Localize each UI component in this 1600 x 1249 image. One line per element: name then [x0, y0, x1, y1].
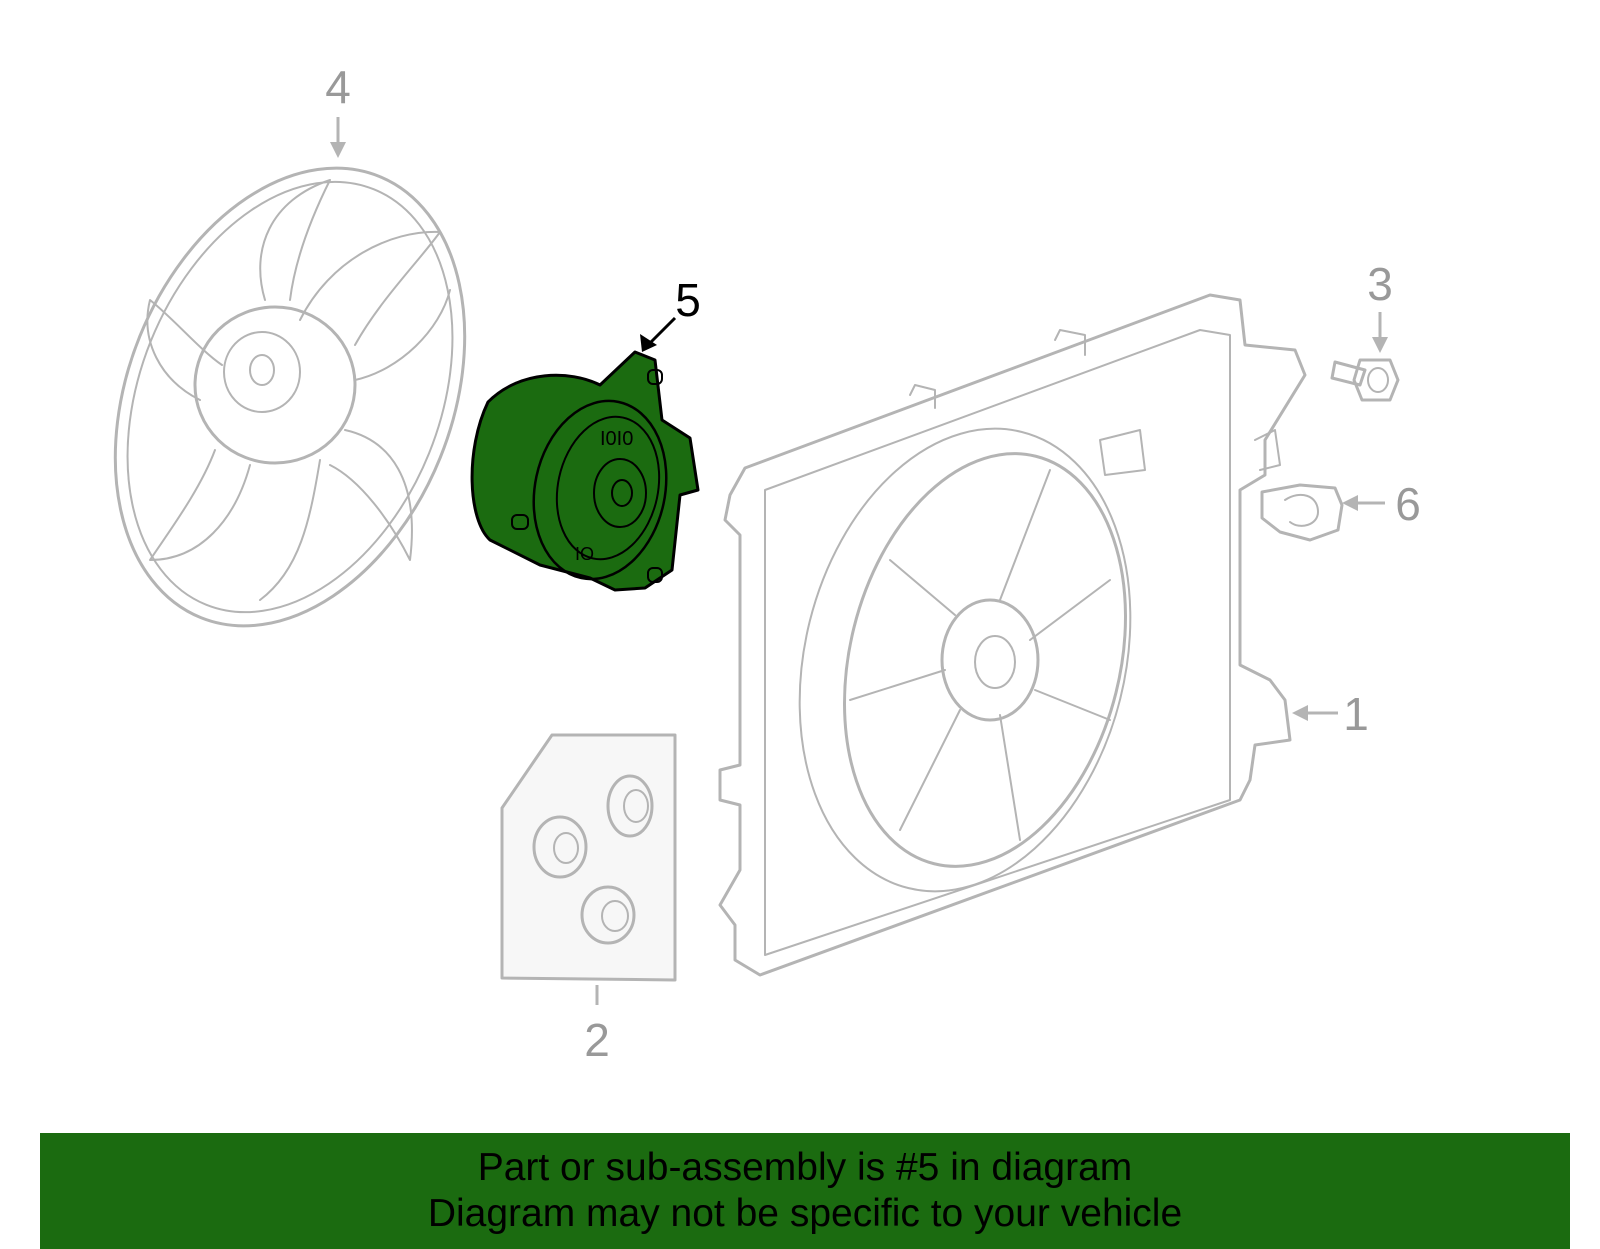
svg-text:IO: IO [575, 544, 594, 564]
svg-text:I0I0: I0I0 [600, 428, 633, 450]
callout-3: 3 [1367, 258, 1393, 310]
callout-2: 2 [584, 1014, 610, 1066]
banner-line-part-number: Part or sub-assembly is #5 in diagram [477, 1146, 1133, 1189]
fan-motor-part-5[interactable]: I0I0 IO [470, 350, 700, 592]
fan-blade-part-4[interactable] [51, 116, 530, 679]
clip-part-6[interactable] [1260, 483, 1344, 542]
banner-line-disclaimer: Diagram may not be specific to your vehi… [427, 1192, 1183, 1235]
hardware-kit-part-2[interactable] [500, 733, 677, 982]
callout-leaders [330, 117, 1388, 1005]
fan-shroud-part-1[interactable] [718, 293, 1307, 977]
bolt-part-3[interactable] [1330, 358, 1400, 402]
info-banner: Part or sub-assembly is #5 in diagram Di… [40, 1133, 1570, 1249]
callout-4: 4 [325, 61, 351, 113]
callout-1: 1 [1343, 688, 1369, 740]
callout-6: 6 [1395, 478, 1421, 530]
callout-5: 5 [675, 274, 701, 326]
